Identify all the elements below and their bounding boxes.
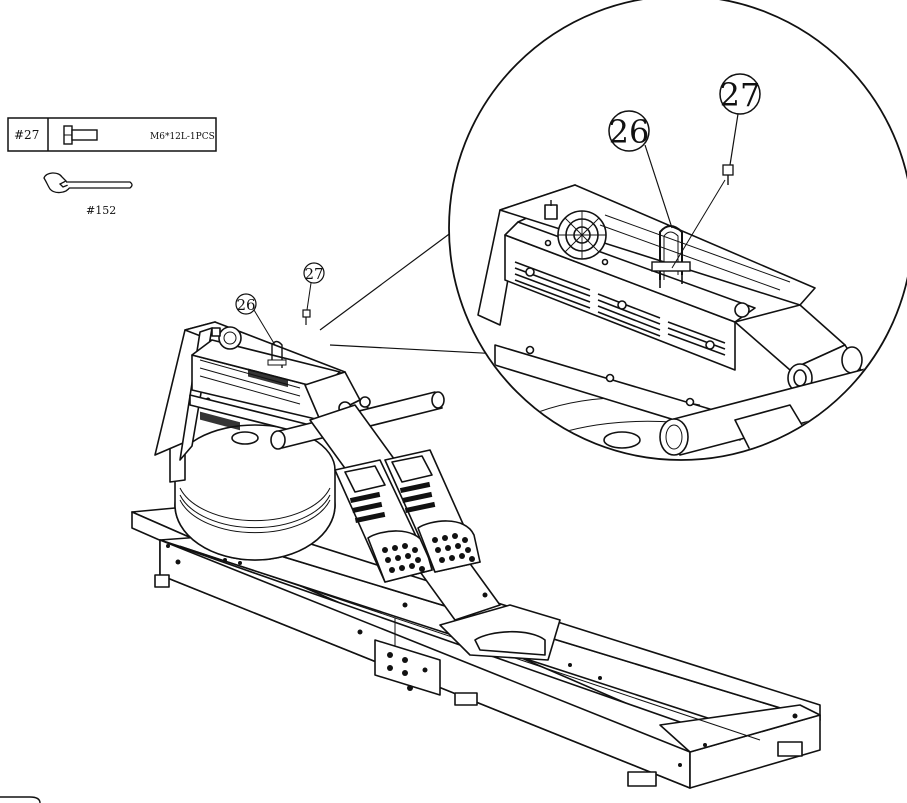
callout-27-zoom: 27 (671, 73, 761, 269)
part-number-label: #27 (14, 128, 39, 142)
callout-26-main-label: 26 (236, 296, 255, 314)
zoom-detail (448, 0, 907, 461)
page-corner-mark (0, 796, 41, 803)
callout-27-main: 27 (303, 262, 325, 311)
bolt-icon (63, 125, 98, 145)
callout-26-zoom-label: 26 (609, 113, 650, 151)
wrench-icon (43, 172, 133, 194)
rowing-machine (131, 309, 821, 789)
callout-27-zoom-label: 27 (720, 76, 761, 114)
callout-27-main-label: 27 (304, 265, 323, 283)
tool-label: #152 (86, 204, 116, 217)
callout-26-zoom: 26 (608, 110, 673, 229)
callout-26-main: 26 (235, 293, 276, 346)
part-spec-label: M6*12L-1PCS (150, 132, 215, 142)
parts-table: #27 M6*12L-1PCS (7, 117, 217, 152)
